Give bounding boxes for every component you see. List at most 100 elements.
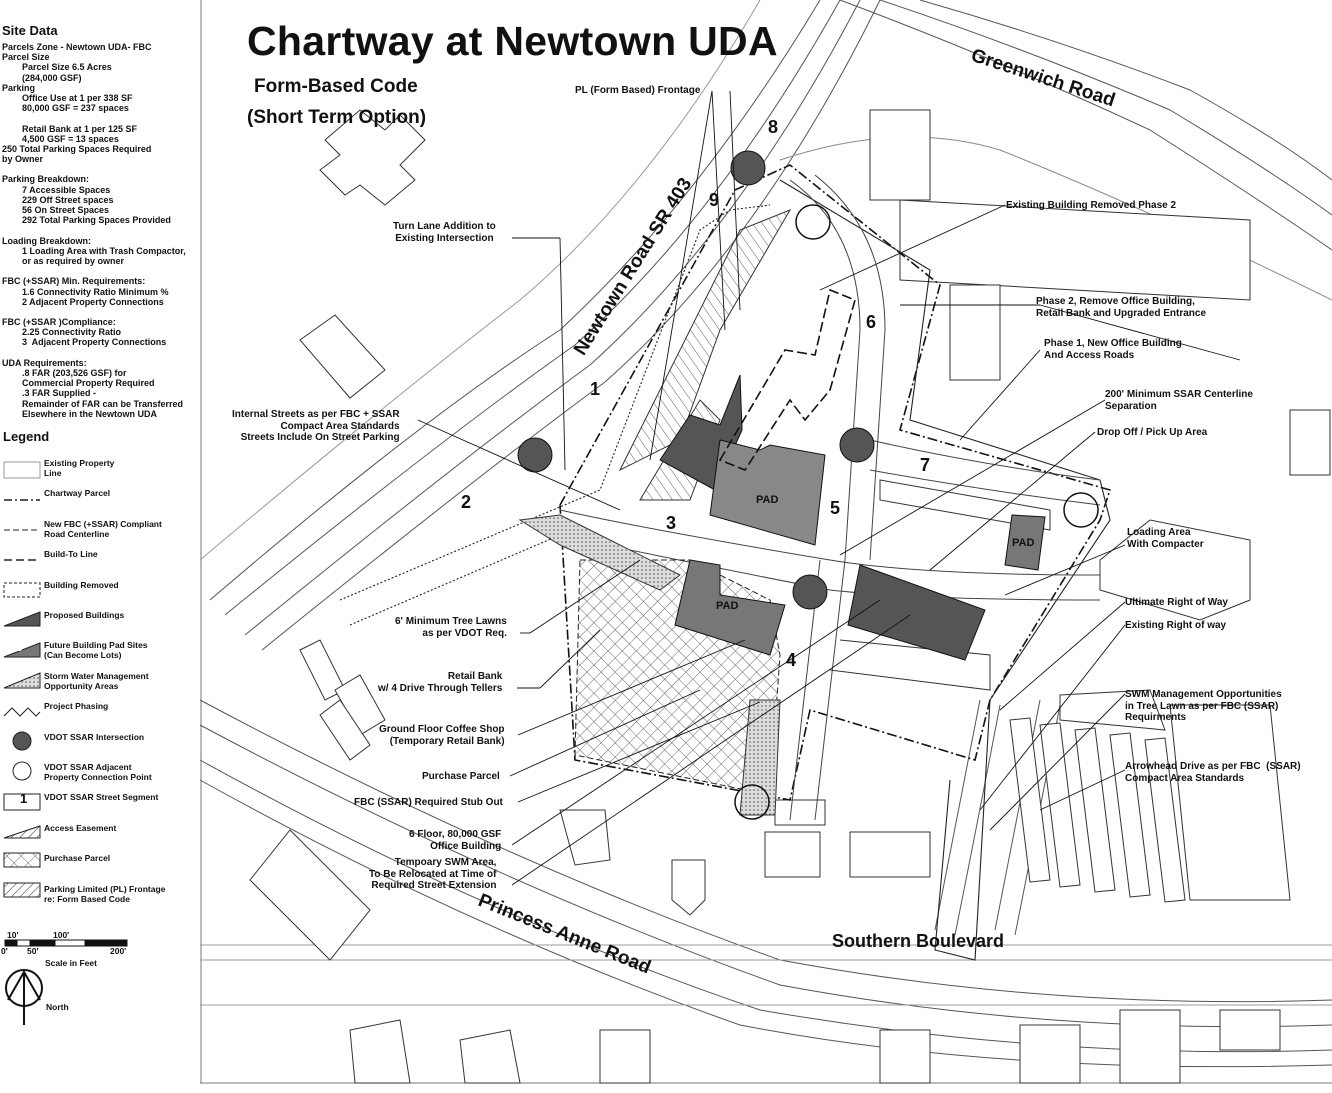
- legend-item-project-phasing: Project Phasing: [2, 701, 197, 725]
- site-data-line: 3 Adjacent Property Connections: [2, 337, 167, 348]
- legend-label: Existing Property Line: [44, 458, 115, 478]
- site-data-line: [2, 266, 186, 276]
- legend-item-building-removed: Building Removed: [2, 580, 197, 604]
- legend-item-vdot-intersection: VDOT SSAR Intersection: [2, 732, 197, 756]
- site-data-line: 1.6 Connectivity Ratio Minimum %: [2, 286, 169, 297]
- callout-office-building: 6 Floor, 80,000 GSF Office Building: [409, 829, 502, 852]
- legend-item-existing-property-line: Existing Property Line: [2, 458, 197, 482]
- callout-purchase-parcel: Purchase Parcel: [422, 771, 500, 782]
- segment-number: 5: [830, 498, 841, 518]
- callout-turn-lane: Turn Lane Addition to Existing Intersect…: [393, 221, 496, 244]
- legend-item-parking-limited: Parking Limited (PL) Frontage re: Form B…: [2, 884, 197, 908]
- scale-label: 10': [7, 930, 19, 940]
- site-data-line: Retail Bank at 1 per 125 SF: [2, 123, 138, 134]
- callout-pl-frontage: PL (Form Based) Frontage: [575, 85, 701, 96]
- parking-east: [829, 479, 1051, 691]
- road-label-southern: Southern Boulevard: [832, 931, 1005, 951]
- segment-number: 1: [590, 379, 601, 399]
- callout-stub-out: FBC (SSAR) Required Stub Out: [354, 797, 503, 808]
- site-data-line: Office Use at 1 per 338 SF: [2, 92, 133, 103]
- site-data-line: Parcels Zone - Newtown UDA- FBC: [2, 42, 152, 52]
- legend-label: VDOT SSAR Street Segment: [44, 792, 159, 803]
- north-arrow-icon: [5, 969, 43, 1025]
- site-data-line: Loading Breakdown:: [2, 235, 92, 246]
- chartway-parcel: [559, 164, 1112, 801]
- subtitle-form-based-code: Form-Based Code: [254, 76, 418, 97]
- site-data-line: [2, 225, 186, 235]
- legend-item-chartway-parcel: Chartway Parcel: [2, 488, 197, 512]
- site-data-line: (284,000 GSF): [2, 72, 82, 83]
- callout-drop-off: Drop Off / Pick Up Area: [1097, 427, 1208, 438]
- legend-label: Purchase Parcel: [44, 853, 111, 864]
- legend-label: Storm Water Management Opportunity Areas: [44, 670, 149, 691]
- legend-label: Building Removed: [44, 579, 119, 590]
- site-data-line: .3 FAR Supplied -: [2, 388, 97, 399]
- legend-item-proposed-buildings: Proposed Buildings: [2, 610, 197, 634]
- vdot-intersections: [517, 150, 875, 610]
- scale-bar: [4, 939, 128, 947]
- north-label: North: [46, 1002, 69, 1012]
- callout-loading: Loading Area With Compacter: [1127, 527, 1204, 550]
- site-data-line: Parcel Size 6.5 Acres: [2, 62, 112, 73]
- legend-item-build-to-line: Build-To Line: [2, 549, 197, 573]
- callout-retail-bank: Retail Bank w/ 4 Drive Through Tellers: [378, 671, 503, 694]
- callout-arrowhead: Arrowhead Drive as per FBC (SSAR) Compac…: [1125, 761, 1301, 784]
- site-data-line: FBC (+SSAR )Compliance:: [2, 317, 116, 328]
- site-data-list: Parcels Zone - Newtown UDA- FBC Parcel Si…: [2, 42, 186, 419]
- legend-label: VDOT SSAR Intersection: [44, 731, 145, 742]
- project-phasing-line: [339, 179, 1111, 961]
- site-data-line: [2, 307, 186, 317]
- segment-number: 8: [768, 117, 779, 137]
- legend-label: Proposed Buildings: [44, 610, 125, 620]
- callout-coffee-shop: Ground Floor Coffee Shop (Temporary Reta…: [379, 724, 505, 747]
- subtitle-short-term: (Short Term Option): [247, 107, 427, 128]
- legend-label: New FBC (+SSAR) Compliant Road Centerlin…: [44, 518, 162, 539]
- legend-item-purchase-parcel: Purchase Parcel: [2, 853, 197, 877]
- callout-phase-1: Phase 1, New Office Building And Access …: [1044, 338, 1182, 361]
- site-data-line: 1 Loading Area with Trash Compactor,: [2, 245, 186, 256]
- legend-label: Build-To Line: [44, 549, 98, 560]
- segment-number: 7: [920, 455, 931, 475]
- site-data-line: 2 Adjacent Property Connections: [2, 296, 164, 307]
- legend-label: Access Easement: [44, 822, 117, 833]
- legend-item-storm-water: Storm Water Management Opportunity Areas: [2, 671, 197, 695]
- site-data-line: by Owner: [2, 154, 44, 165]
- legend-label: Chartway Parcel: [44, 488, 111, 499]
- site-data-line: 80,000 GSF = 237 spaces: [2, 103, 129, 114]
- segment-number: 2: [461, 492, 472, 512]
- pad-label: PAD: [756, 494, 779, 506]
- vdot-connection-points: [734, 204, 1099, 820]
- existing-buildings: [249, 109, 1331, 1084]
- site-data-line: Remainder of FAR can be Transferred: [2, 398, 184, 409]
- callout-existing-row: Existing Right of way: [1125, 620, 1227, 631]
- site-data-line: 4,500 GSF = 13 spaces: [2, 133, 119, 144]
- site-data-line: 7 Accessible Spaces: [2, 184, 111, 195]
- scale-label: 50': [27, 946, 39, 956]
- legend-label: Future Building Pad Sites (Can Become Lo…: [44, 640, 148, 661]
- site-data-line: Elsewhere in the Newtown UDA: [2, 408, 158, 419]
- callout-ultimate-row: Ultimate Right of Way: [1125, 597, 1228, 608]
- site-data-line: .8 FAR (203,526 GSF) for: [2, 368, 127, 378]
- callout-leaders: [417, 90, 1241, 886]
- page-title: Chartway at Newtown UDA: [247, 18, 778, 64]
- scale-caption: Scale in Feet: [45, 958, 97, 968]
- pad-label: PAD: [716, 600, 739, 612]
- pad-sites: [674, 439, 1046, 656]
- site-data-line: [2, 113, 186, 123]
- pad-label: PAD: [1012, 537, 1035, 549]
- site-data-line: Parking: [2, 82, 36, 93]
- site-data-line: [2, 348, 186, 358]
- site-data-line: 2.25 Connectivity Ratio: [2, 327, 122, 338]
- site-data-line: 292 Total Parking Spaces Provided: [2, 215, 171, 226]
- legend-label: Parking Limited (PL) Frontage re: Form B…: [44, 883, 166, 904]
- sidebar: Site Data Parcels Zone - Newtown UDA- FB…: [0, 0, 200, 1093]
- legend-symbols: [3, 461, 41, 898]
- legend-label: Project Phasing: [44, 701, 109, 712]
- callout-ssar-separation: 200' Minimum SSAR Centerline Separation: [1105, 389, 1253, 412]
- site-data-heading: Site Data: [2, 23, 58, 38]
- site-data-line: FBC (+SSAR) Min. Requirements:: [2, 276, 146, 287]
- legend-symbol-text: PAD: [8, 646, 23, 654]
- callout-swm: SWM Management Opportunities in Tree Law…: [1125, 689, 1282, 723]
- legend-item-access-easement: Access Easement: [2, 823, 197, 847]
